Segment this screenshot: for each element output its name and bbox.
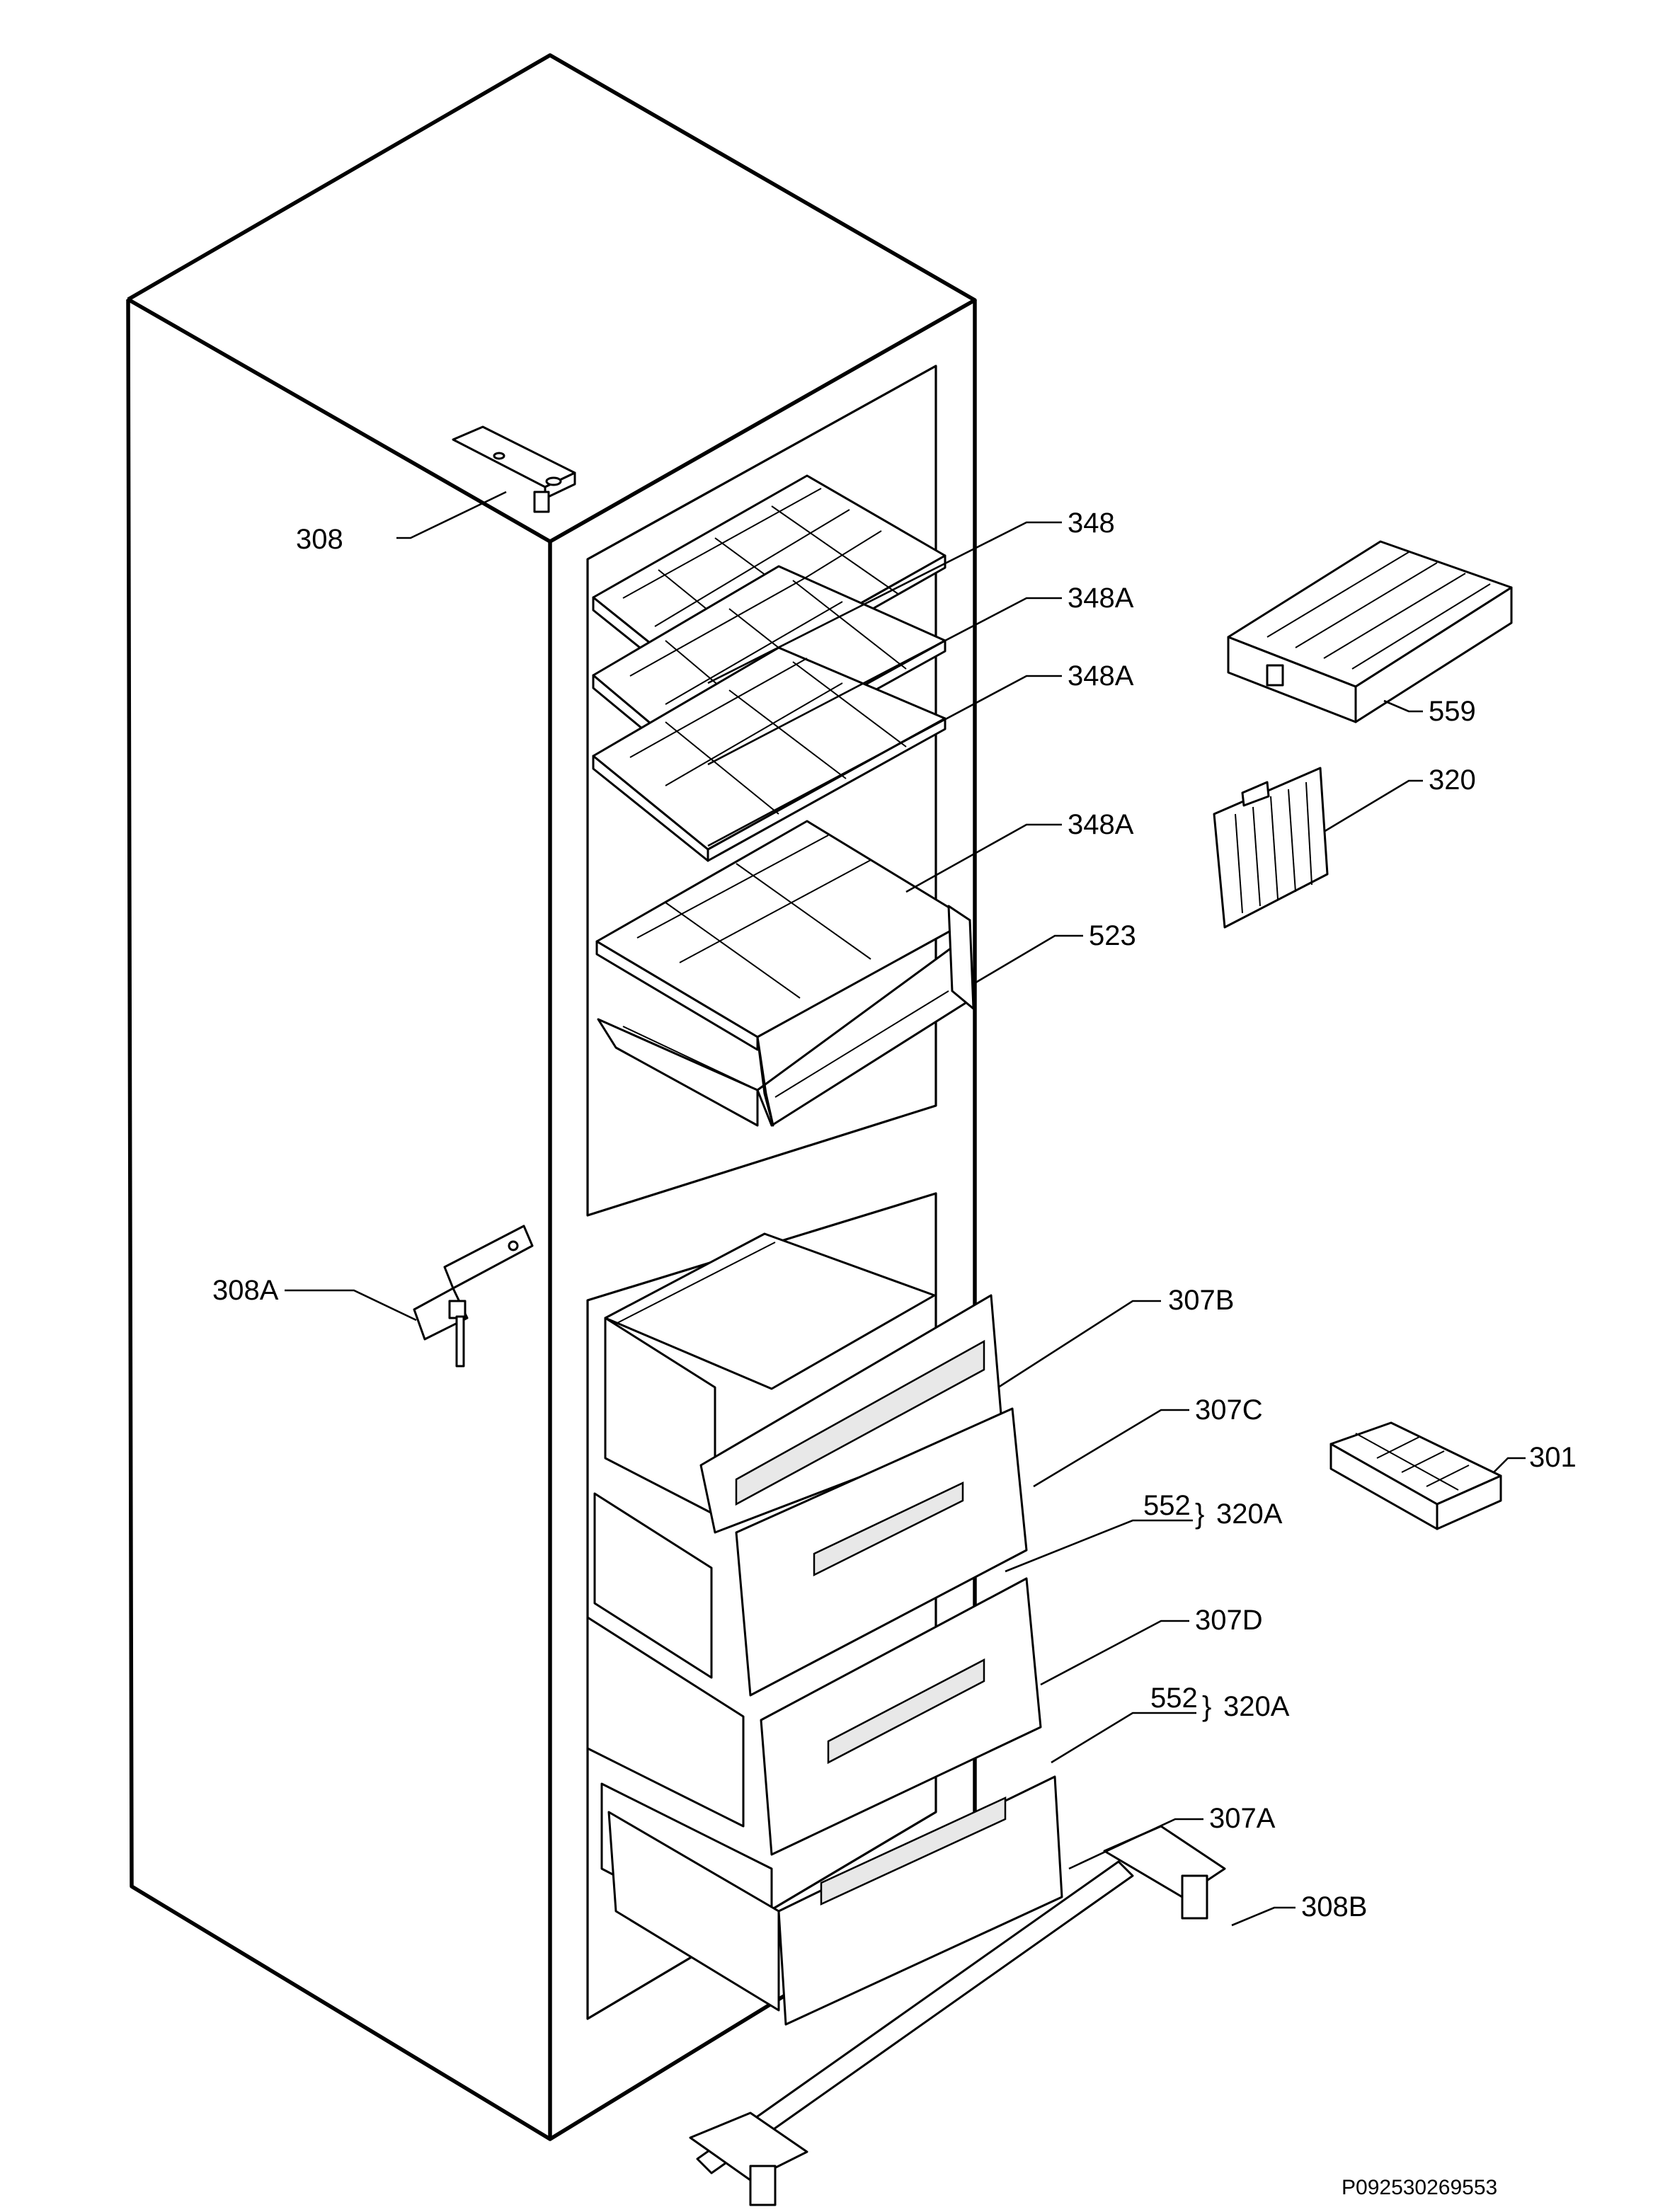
label-320: 320 [1429, 764, 1476, 796]
label-523: 523 [1089, 920, 1136, 951]
label-308: 308 [296, 524, 343, 555]
label-348a-1: 348A [1068, 583, 1134, 614]
ice-tray-cover-559 [1227, 540, 1513, 723]
brace-2: } [1202, 1691, 1211, 1722]
label-308b: 308B [1301, 1891, 1367, 1922]
bottom-hinge-308b [689, 1825, 1226, 2206]
air-grille-320 [1213, 767, 1329, 929]
label-307d: 307D [1195, 1605, 1263, 1636]
drawer-307b [604, 1232, 1003, 1534]
brace-1: } [1195, 1498, 1204, 1530]
drawer-307d [586, 1577, 1042, 1856]
label-320a-1: 320A [1216, 1498, 1283, 1530]
glass-shelf-348a-3-with-tray-523 [595, 820, 975, 1127]
label-559: 559 [1429, 696, 1476, 727]
part-labels: 308 348 348A 348A 348A 523 559 320 308A … [212, 508, 1577, 2199]
label-348a-3: 348A [1068, 809, 1134, 840]
label-348: 348 [1068, 508, 1115, 539]
top-hinge-308 [452, 425, 576, 513]
label-301: 301 [1529, 1442, 1577, 1473]
drawer-307c [593, 1407, 1028, 1697]
label-348a-2: 348A [1068, 660, 1134, 692]
label-307c: 307C [1195, 1394, 1263, 1426]
ice-cube-tray-301 [1329, 1421, 1502, 1530]
label-308a: 308A [212, 1275, 279, 1306]
door-hinge-308a [413, 1225, 534, 1368]
label-552-2: 552 [1150, 1683, 1198, 1714]
drawing-code: P092530269553 [1342, 2176, 1497, 2199]
drawer-307a [600, 1775, 1063, 2026]
label-307a: 307A [1209, 1803, 1276, 1834]
glass-shelf-348a-2 [592, 646, 946, 862]
leader-lines [285, 491, 1526, 1927]
label-320a-2: 320A [1223, 1691, 1290, 1722]
refrigerator-cabinet [126, 53, 977, 2141]
label-307b: 307B [1168, 1285, 1234, 1316]
label-552-1: 552 [1143, 1490, 1191, 1521]
